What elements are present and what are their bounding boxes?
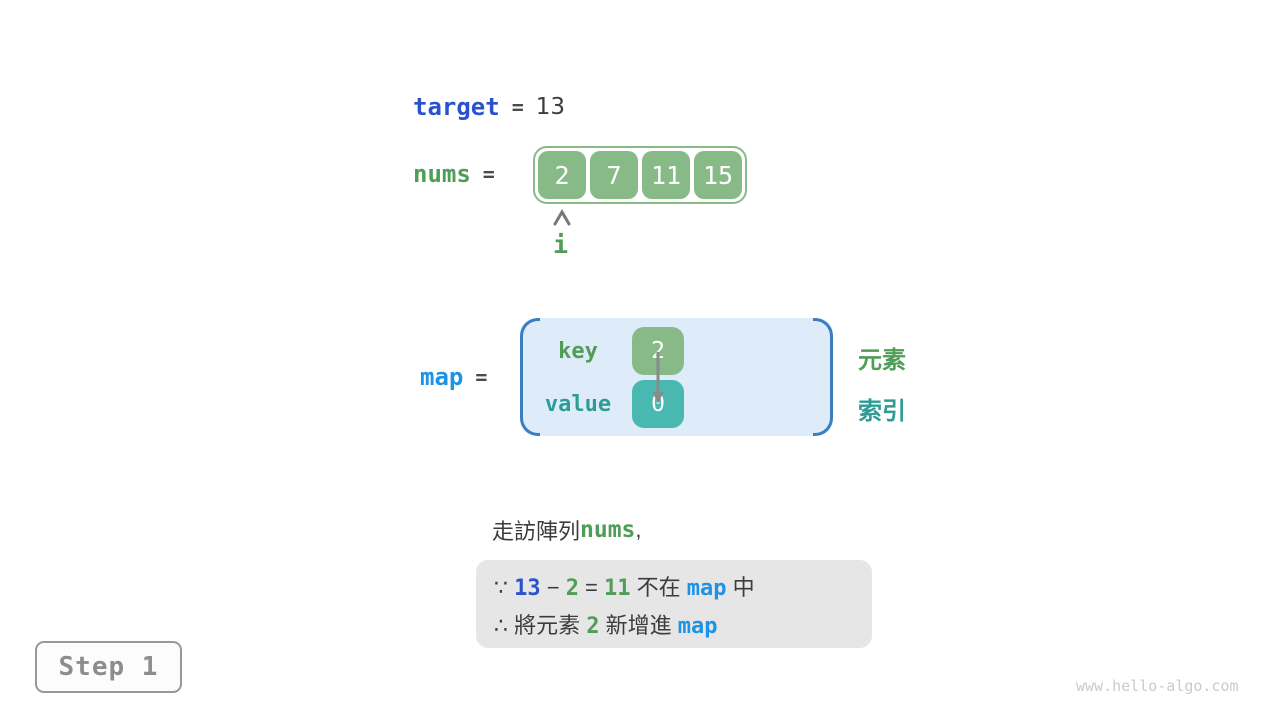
text-span: 不在 bbox=[630, 575, 687, 600]
text-span: ∵ bbox=[494, 575, 515, 600]
text-span: ∴ 將元素 bbox=[494, 613, 587, 638]
text-span: 11 bbox=[604, 576, 631, 601]
step-badge: Step 1 bbox=[35, 641, 182, 693]
map-assignment: map = bbox=[420, 363, 499, 391]
text-span: − bbox=[540, 575, 566, 600]
map-right-bracket bbox=[813, 318, 833, 436]
text-span: 新增進 bbox=[599, 613, 678, 638]
text-span: target bbox=[413, 93, 500, 121]
array-cell: 2 bbox=[538, 151, 586, 199]
text-span: 13 bbox=[535, 94, 566, 120]
map-container: key value 2 0 bbox=[520, 318, 833, 436]
text-span: nums bbox=[413, 160, 471, 188]
text-span: = bbox=[482, 162, 495, 186]
map-value-label: value bbox=[544, 392, 612, 417]
text-span: = bbox=[511, 95, 524, 119]
index-pointer-label: i bbox=[553, 230, 569, 259]
caption-traverse-array: 走訪陣列 nums , bbox=[492, 514, 642, 546]
text-span: map bbox=[420, 363, 464, 391]
text-span: 13 bbox=[514, 576, 541, 601]
element-label: 元素 bbox=[858, 347, 906, 374]
text-span: map bbox=[677, 614, 718, 639]
array-cell: 15 bbox=[694, 151, 742, 199]
text-span: 中 bbox=[726, 575, 755, 600]
target-assignment: target = 13 bbox=[413, 93, 565, 121]
text-span: 2 bbox=[565, 576, 579, 601]
index-label: 索引 bbox=[858, 398, 906, 425]
nums-assignment: nums = bbox=[413, 160, 507, 188]
index-pointer-arrow-icon bbox=[553, 209, 571, 226]
array-cell: 11 bbox=[642, 151, 690, 199]
text-span: map bbox=[686, 576, 727, 601]
text-span: 2 bbox=[586, 614, 600, 639]
note-line-therefore: ∴ 將元素 2 新增進 map bbox=[494, 607, 872, 645]
note-box: ∵ 13 − 2 = 11 不在 map 中 ∴ 將元素 2 新增進 map bbox=[476, 560, 872, 648]
text-span: 走訪陣列 bbox=[492, 519, 581, 544]
text-span: nums bbox=[580, 517, 636, 543]
map-left-bracket bbox=[520, 318, 540, 436]
text-span: = bbox=[578, 575, 605, 600]
key-to-value-arrow-icon bbox=[652, 352, 664, 404]
watermark: www.hello-algo.com bbox=[1076, 677, 1239, 695]
array-cell: 7 bbox=[590, 151, 638, 199]
note-line-because: ∵ 13 − 2 = 11 不在 map 中 bbox=[494, 569, 872, 607]
map-key-label: key bbox=[558, 339, 598, 364]
text-span: , bbox=[635, 517, 642, 542]
text-span: = bbox=[475, 365, 488, 389]
